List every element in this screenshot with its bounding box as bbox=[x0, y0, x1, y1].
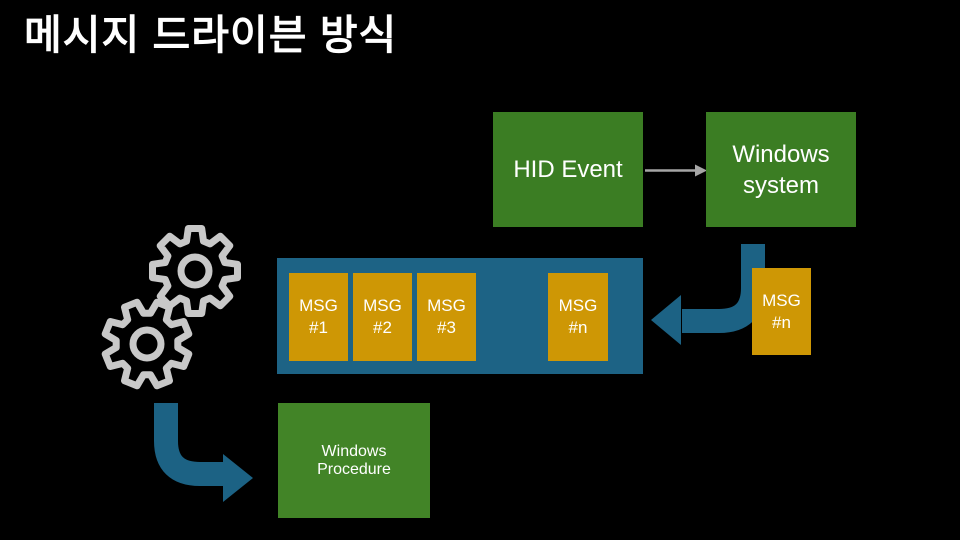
windows-system-box: Windows system bbox=[706, 112, 856, 227]
gear-hole-icon bbox=[177, 253, 213, 289]
queue-msg-n: MSG #n bbox=[548, 273, 608, 361]
hid-to-system-arrow bbox=[645, 164, 707, 177]
page-title: 메시지 드라이븐 방식 bbox=[24, 12, 398, 58]
gear-icon bbox=[101, 298, 193, 390]
queue-msg-2: MSG #2 bbox=[353, 273, 412, 361]
queue-to-procedure-arrow bbox=[154, 403, 253, 502]
queue-msg-1: MSG #1 bbox=[289, 273, 348, 361]
msg-label: MSG bbox=[558, 296, 598, 315]
msg-label: MSG bbox=[363, 296, 402, 315]
windows-procedure-label: Windows Procedure bbox=[317, 442, 391, 478]
system-to-queue-arrow bbox=[651, 244, 765, 345]
msg-number: #1 bbox=[309, 318, 328, 337]
queue-msg-3: MSG #3 bbox=[417, 273, 476, 361]
msg-label: MSG bbox=[427, 296, 466, 315]
gears-icon bbox=[101, 225, 241, 390]
msg-label: MSG bbox=[299, 296, 338, 315]
msg-number: #2 bbox=[373, 318, 392, 337]
gear-icon bbox=[149, 225, 241, 317]
msg-label: MSG bbox=[762, 290, 801, 310]
incoming-msg-n: MSG #n bbox=[752, 268, 811, 355]
msg-number: #n bbox=[772, 312, 791, 332]
windows-procedure-box: Windows Procedure bbox=[278, 403, 430, 518]
windows-system-label: Windows system bbox=[732, 140, 830, 199]
hid-event-box: HID Event bbox=[493, 112, 643, 227]
msg-number: #n bbox=[568, 318, 588, 337]
msg-number: #3 bbox=[437, 318, 456, 337]
hid-event-label: HID Event bbox=[513, 156, 623, 183]
gear-hole-icon bbox=[129, 326, 165, 362]
